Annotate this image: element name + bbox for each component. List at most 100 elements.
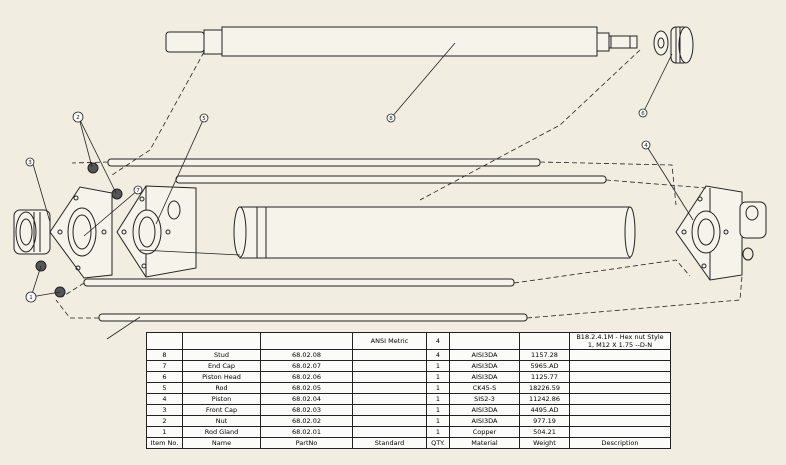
svg-text:5: 5 [202,116,206,122]
bom-cell-name: End Cap [182,360,261,372]
rod-part [165,26,638,57]
bom-cell-name: Piston Head [182,371,261,383]
bom-cell-name: Rod [182,382,261,394]
bom-cell-item: 1 [146,426,183,438]
bom-cell-item: 5 [146,382,183,394]
svg-text:7: 7 [136,188,140,194]
bom-cell-weight: 1125.77 [519,371,570,383]
bom-cell-material: CK45-S [449,382,520,394]
bom-cell-weight: 4495.AD [519,404,570,416]
bom-cell-weight: 5965.AD [519,360,570,372]
bom-cell-name: Stud [182,349,261,361]
bom-cell-part-no: 68.02.03 [260,404,353,416]
bom-cell-weight: 977.19 [519,415,570,427]
callout-balloon-2: 2 [72,111,84,123]
bill-of-materials-table: ANSI Metric 4 B18.2.4.1M - Hex nut Style… [146,332,671,449]
bom-cell-item: 2 [146,415,183,427]
bom-cell-standard [352,360,427,372]
bom-cell-name: Nut [182,415,261,427]
bom-header-cell: PartNo [260,437,353,449]
svg-text:1: 1 [29,295,33,301]
bom-cell-qty: 1 [426,371,450,383]
bom-cell-name: Piston [182,393,261,405]
barrel-part [233,206,636,259]
bom-qty-cell: 4 [426,332,450,350]
bom-header-cell: Item No. [146,437,183,449]
callout-balloon-4: 4 [641,140,651,150]
bom-cell-material: AISI3DA [449,404,520,416]
callout-balloon-3: 3 [25,157,35,167]
svg-text:4: 4 [644,143,648,149]
bom-header-cell: Weight [519,437,570,449]
assembly-dashed-lines [55,49,743,319]
stud-rods [83,158,607,322]
bom-cell-description [569,360,671,372]
bom-cell-standard [352,371,427,383]
bom-cell-material: AISI3DA [449,415,520,427]
bom-cell-qty: 1 [426,415,450,427]
bom-cell-standard [352,393,427,405]
rod-gland-part [13,209,51,255]
bom-header-cell: Description [569,437,671,449]
bom-cell-description [569,382,671,394]
bom-cell-qty: 1 [426,393,450,405]
bom-cell-standard [352,404,427,416]
bom-cell-item: 8 [146,349,183,361]
callout-balloon-5: 5 [199,113,209,123]
svg-text:8: 8 [389,116,393,122]
bom-cell-part-no: 68.02.05 [260,382,353,394]
bom-header-cell: QTY. [426,437,450,449]
bom-cell-part-no: 68.02.01 [260,426,353,438]
front-cap-part [49,186,113,279]
bom-cell-name: Rod Gland [182,426,261,438]
bom-cell-material: AISI3DA [449,371,520,383]
bom-cell-weight: 1157.28 [519,349,570,361]
svg-text:2: 2 [76,115,80,121]
bom-header-cell: Standard [352,437,427,449]
bom-cell-qty: 4 [426,349,450,361]
bom-cell-item: 7 [146,360,183,372]
bom-cell-weight: 504.21 [519,426,570,438]
bom-cell-item: 3 [146,404,183,416]
bom-cell-name: Front Cap [182,404,261,416]
end-cap-part [675,185,767,281]
bom-cell-description [569,371,671,383]
bom-cell-description [569,426,671,438]
bom-cell-description [569,415,671,427]
bom-cell-material: AISI3DA [449,360,520,372]
bom-cell-qty: 1 [426,426,450,438]
callout-balloons: 8 6 3 2 1 7 5 4 [25,108,651,303]
svg-text:3: 3 [28,160,32,166]
bom-cell-part-no: 68.02.08 [260,349,353,361]
piston-part [116,185,197,278]
bom-cell-qty: 1 [426,382,450,394]
bom-standard-cell: ANSI Metric [352,332,427,350]
bom-cell-qty: 1 [426,360,450,372]
svg-text:6: 6 [641,111,645,117]
callout-balloon-8: 8 [386,113,396,123]
bom-cell-part-no: 68.02.07 [260,360,353,372]
bom-cell-material: AISI3DA [449,349,520,361]
bom-cell-part-no: 68.02.02 [260,415,353,427]
bom-cell-standard [352,349,427,361]
bom-cell-part-no: 68.02.04 [260,393,353,405]
bom-cell-weight: 18226.59 [519,382,570,394]
bom-cell-qty: 1 [426,404,450,416]
callout-balloon-1: 1 [25,291,37,303]
bom-cell-standard [352,426,427,438]
bom-cell-description [569,393,671,405]
bom-top-row: ANSI Metric 4 B18.2.4.1M - Hex nut Style… [146,332,671,350]
bom-cell-standard [352,415,427,427]
bom-cell-weight: 11242.86 [519,393,570,405]
callout-balloon-7: 7 [133,185,143,195]
piston-head-part [653,26,694,64]
